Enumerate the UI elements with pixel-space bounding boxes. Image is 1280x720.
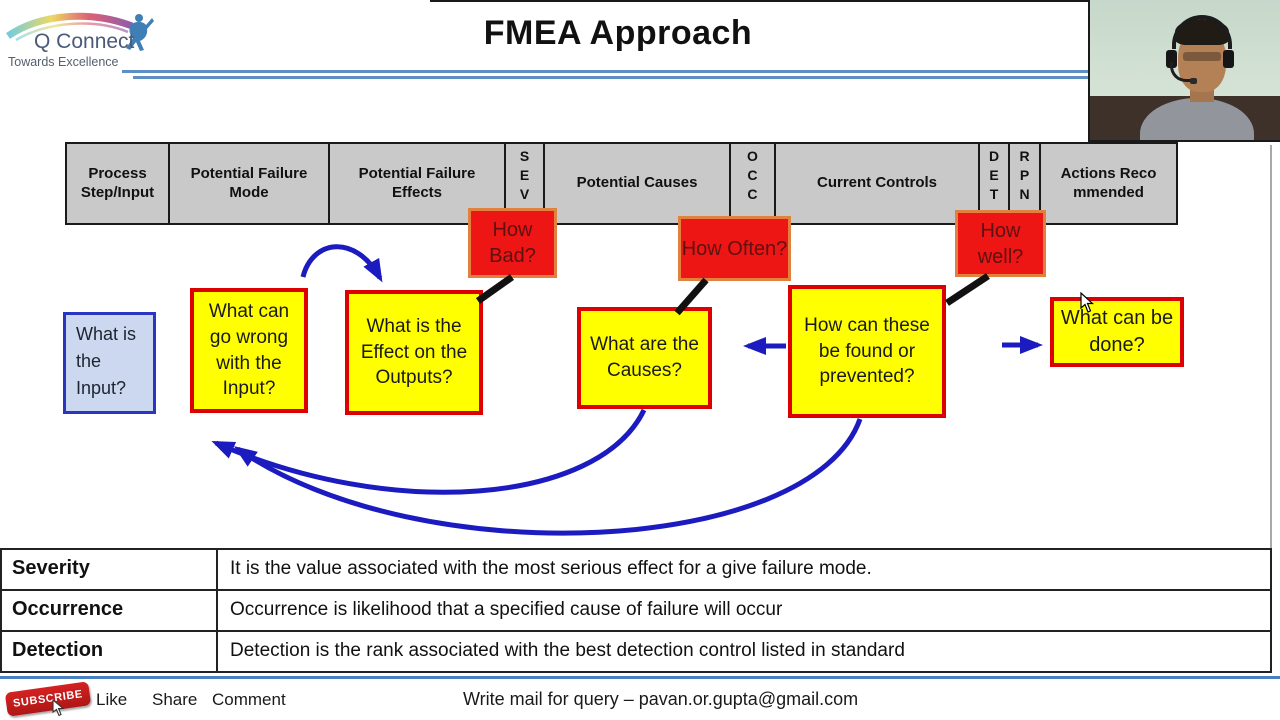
presenter-headset-earcup-left	[1166, 50, 1177, 68]
definition-term-detection: Detection	[2, 632, 218, 671]
column-header-det: D E T	[980, 144, 1010, 223]
q-connect-logo: Q Connect Towards Excellence	[6, 12, 154, 69]
title-underline-bottom	[133, 76, 1090, 79]
like-label[interactable]: Like	[96, 690, 128, 709]
column-header-potential-causes: Potential Causes	[545, 144, 731, 223]
logo-tagline-text: Towards Excellence	[8, 55, 119, 69]
table-row: Occurrence Occurrence is likelihood that…	[2, 591, 1270, 632]
presenter-webcam	[1088, 0, 1280, 142]
column-header-process-step: Process Step/Input	[67, 144, 170, 223]
logo-swoosh	[6, 12, 134, 39]
arrow-causes-back-to-failure-mode	[211, 408, 647, 495]
column-header-failure-mode: Potential Failure Mode	[170, 144, 330, 223]
title-underline-top	[122, 70, 1090, 73]
presenter-glasses	[1183, 52, 1221, 61]
table-row: Severity It is the value associated with…	[2, 550, 1270, 591]
callout-how-bad: How Bad?	[468, 208, 557, 278]
footer-divider-line	[0, 676, 1280, 679]
slide-right-edge	[1270, 145, 1272, 670]
presenter-mic-tip	[1190, 78, 1197, 84]
callout-how-often: How Often?	[678, 216, 791, 281]
definition-text-occurrence: Occurrence is likelihood that a specifie…	[230, 599, 783, 620]
input-question-box: What is the Input?	[63, 312, 156, 414]
share-label[interactable]: Share	[152, 690, 198, 709]
connector-how-bad	[475, 274, 515, 304]
column-header-actions-recommended: Actions Recommended	[1041, 144, 1176, 223]
column-header-current-controls: Current Controls	[776, 144, 980, 223]
definition-text-detection: Detection is the rank associated with th…	[230, 640, 905, 661]
subscribe-button[interactable]: SUBSCRIBE	[4, 681, 92, 717]
question-box-what-are-causes: What are the Causes?	[577, 307, 712, 409]
arrow-failure-mode-to-effects	[300, 244, 383, 283]
question-box-what-can-go-wrong: What can go wrong with the Input?	[190, 288, 308, 413]
logo-swoosh-echo	[15, 22, 129, 42]
presenter-mic-arm	[1170, 62, 1194, 82]
comment-label[interactable]: Comment	[212, 690, 286, 709]
definition-text-severity: It is the value associated with the most…	[230, 558, 872, 579]
contact-email-text: Write mail for query – pavan.or.gupta@gm…	[463, 689, 859, 709]
page-title: FMEA Approach	[483, 14, 753, 52]
table-row: Detection Detection is the rank associat…	[2, 632, 1270, 671]
top-border-line	[430, 0, 1090, 2]
definition-term-severity: Severity	[2, 550, 218, 589]
question-box-what-can-be-done: What can be done?	[1050, 297, 1184, 367]
callout-how-well: How well?	[955, 210, 1046, 277]
definition-term-occurrence: Occurrence	[2, 591, 218, 630]
logo-jumping-person	[126, 14, 154, 51]
question-box-found-or-prevented: How can these be found or prevented?	[788, 285, 946, 418]
question-box-effect-on-outputs: What is the Effect on the Outputs?	[345, 290, 483, 415]
column-header-occ: O C C	[731, 144, 776, 223]
definitions-table: Severity It is the value associated with…	[0, 548, 1272, 673]
column-header-rpn: R P N	[1010, 144, 1041, 223]
logo-name-text: Q Connect	[34, 30, 135, 53]
arrow-controls-back-to-failure-mode	[233, 418, 863, 536]
presenter-headset-earcup-right	[1223, 50, 1234, 68]
connector-how-well	[945, 273, 990, 306]
